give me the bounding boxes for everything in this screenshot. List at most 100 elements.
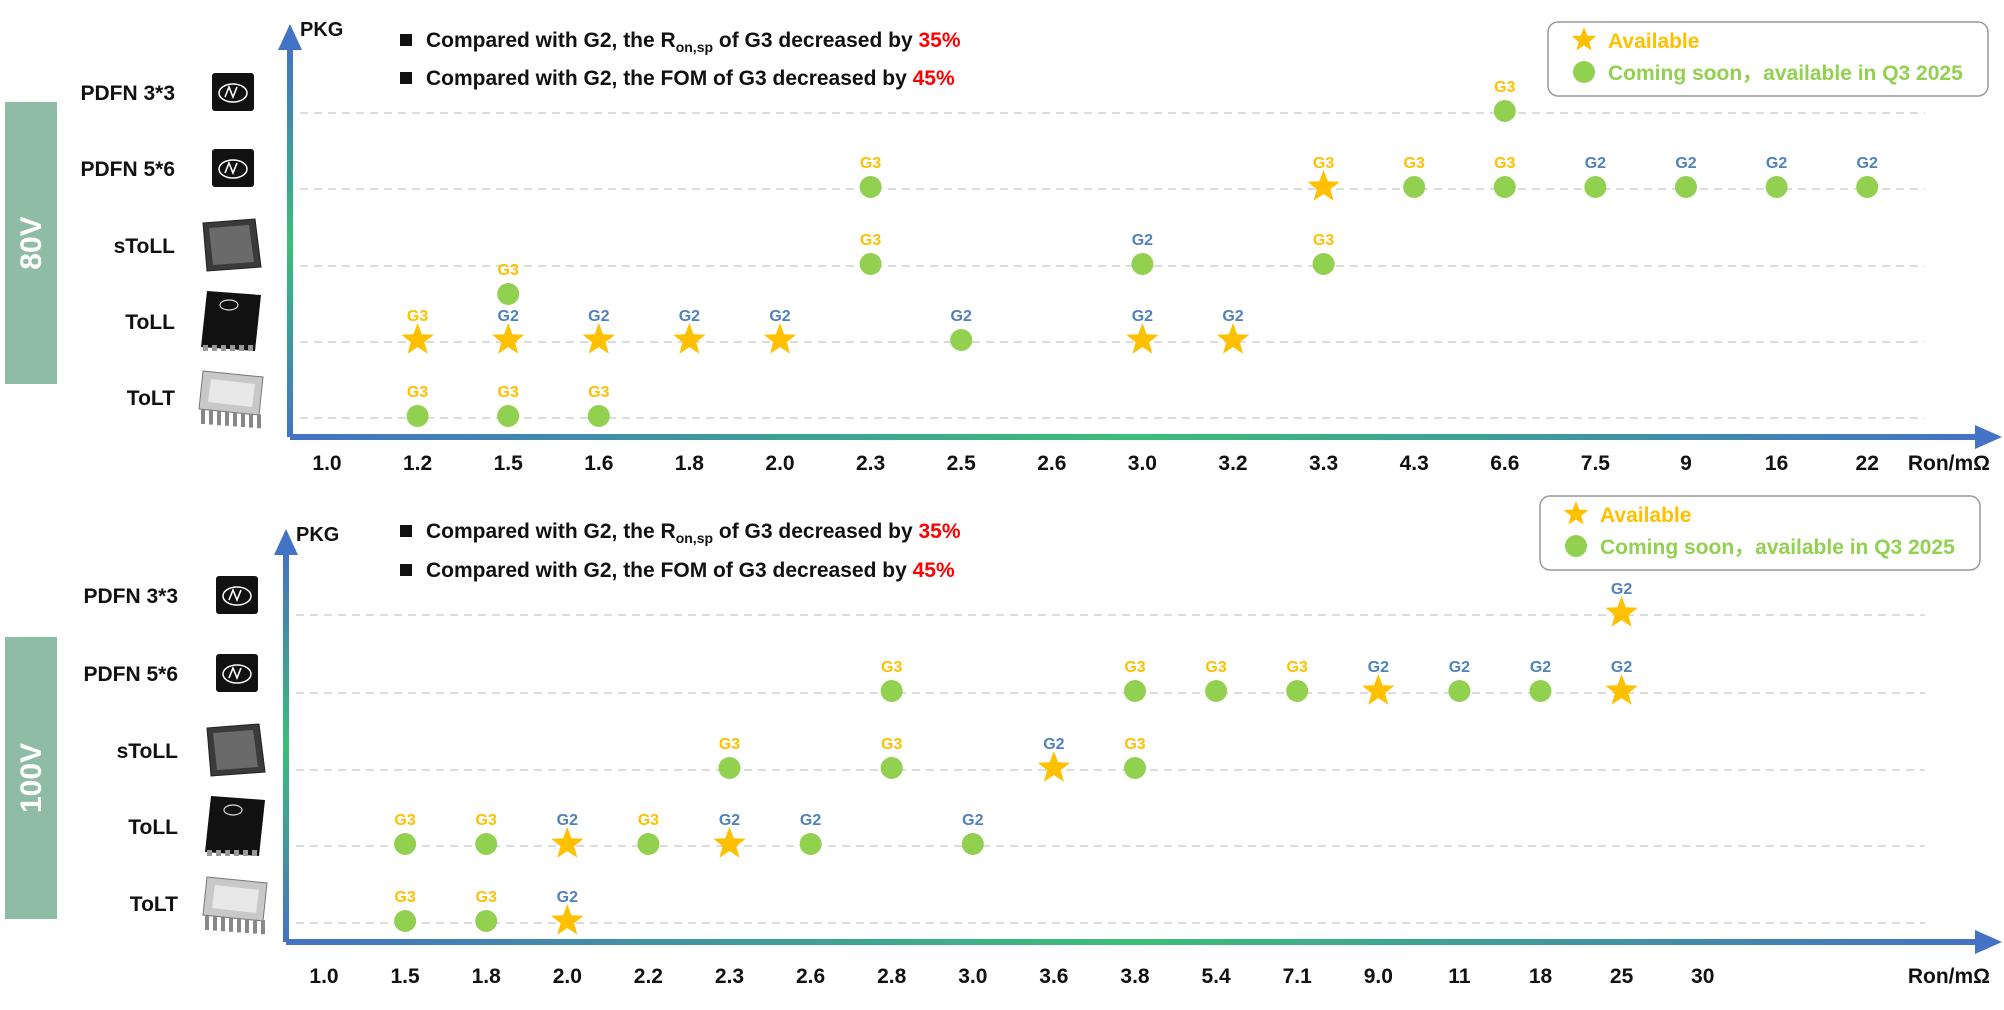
package-label: ToLT <box>130 893 178 916</box>
generation-label: G2 <box>800 812 821 829</box>
chip-logo-ring <box>218 83 248 103</box>
coming-soon-marker <box>475 910 498 932</box>
data-point: G3 <box>475 889 498 932</box>
available-star-marker <box>1605 674 1638 705</box>
package-label: ToLL <box>125 311 175 334</box>
toll-lead <box>243 850 248 856</box>
legend-coming-soon-label: Coming soon，available in Q3 2025 <box>1608 62 1963 85</box>
x-axis <box>290 434 1975 440</box>
coming-soon-marker <box>497 405 520 427</box>
available-star-marker <box>1216 323 1250 354</box>
coming-soon-marker <box>880 757 903 779</box>
x-tick-label: 1.5 <box>390 965 420 988</box>
coming-soon-marker <box>859 253 882 275</box>
x-tick-label: 6.6 <box>1490 452 1519 475</box>
note-text: Compared with G2, the FOM of G3 decrease… <box>426 67 955 90</box>
data-point: G2 <box>1675 155 1697 198</box>
data-point: G3 <box>880 659 903 702</box>
coming-soon-marker <box>1403 176 1426 198</box>
generation-label: G2 <box>1368 659 1389 676</box>
x-tick-label: 4.3 <box>1400 452 1429 475</box>
package-label: PDFN 5*6 <box>80 158 175 181</box>
generation-label: G3 <box>881 659 902 676</box>
data-point: G3 <box>587 384 610 427</box>
note-mid: of G3 decreased by <box>713 29 918 52</box>
x-tick-label: 3.8 <box>1120 965 1150 988</box>
coming-soon-marker <box>880 680 903 702</box>
chip-body <box>212 73 254 111</box>
stoll-package-icon <box>202 218 262 272</box>
legend-circle-icon <box>1565 535 1587 557</box>
data-point: G2 <box>961 812 984 855</box>
pdfn-chip-icon <box>216 576 258 614</box>
toll-mark <box>219 299 239 311</box>
x-tick-label: 1.6 <box>584 452 613 475</box>
generation-label: G2 <box>557 812 578 829</box>
data-point: G3 <box>394 812 417 855</box>
tolt-package-icon <box>202 876 268 935</box>
generation-label: G2 <box>588 308 609 325</box>
data-point: G2 <box>1131 232 1154 275</box>
legend-available-label: Available <box>1600 504 1691 527</box>
generation-label: G2 <box>1132 232 1153 249</box>
tolt-lead <box>237 918 241 933</box>
x-tick-label: 1.8 <box>472 965 502 988</box>
generation-label: G3 <box>881 736 902 753</box>
generation-label: G2 <box>1530 659 1551 676</box>
coming-soon-marker <box>1205 680 1228 702</box>
tolt-package-icon <box>198 370 264 429</box>
data-point: G2 <box>492 308 525 354</box>
data-point: G3 <box>637 812 660 855</box>
available-star-marker <box>582 323 615 354</box>
note-value: 35% <box>918 29 960 52</box>
tolt-lead <box>241 413 245 427</box>
x-tick-label: 9.0 <box>1364 965 1393 988</box>
generation-label: G3 <box>1494 79 1515 96</box>
generation-label: G3 <box>476 812 497 829</box>
generation-label: G3 <box>1124 659 1145 676</box>
note-subscript: on,sp <box>676 530 713 546</box>
data-point: G3 <box>475 812 498 855</box>
data-point: G3 <box>1403 155 1426 198</box>
chip-logo-mark <box>228 587 242 603</box>
toll-package-icon <box>205 796 265 856</box>
data-point: G2 <box>551 812 584 858</box>
available-star-marker <box>492 323 525 354</box>
generation-label: G2 <box>1449 659 1470 676</box>
x-tick-label: 2.6 <box>1037 452 1066 475</box>
toll-lead <box>248 345 253 351</box>
x-tick-label: 2.0 <box>553 965 582 988</box>
toll-lead <box>230 345 235 351</box>
generation-label: G2 <box>1766 155 1787 172</box>
data-point: G3 <box>1312 232 1335 275</box>
chip-body <box>216 654 258 692</box>
toll-lead <box>225 850 230 856</box>
data-point: G2 <box>763 308 797 354</box>
tolt-lead <box>245 919 249 933</box>
data-point: G2 <box>551 889 584 935</box>
generation-label: G3 <box>860 232 881 249</box>
data-point: G2 <box>1765 155 1788 198</box>
tolt-lead <box>253 919 257 934</box>
generation-label: G3 <box>498 384 519 401</box>
x-axis <box>286 939 1975 945</box>
tolt-lead <box>225 411 229 426</box>
x-tick-label: 7.5 <box>1581 452 1611 475</box>
x-tick-label: 1.5 <box>494 452 524 475</box>
pdfn-chip-icon <box>216 654 258 692</box>
tolt-lead <box>257 414 261 429</box>
x-axis-label: Ron/mΩ <box>1908 965 1990 988</box>
generation-label: G2 <box>951 308 972 325</box>
data-point: G2 <box>1126 308 1159 354</box>
generation-label: G2 <box>1222 308 1243 325</box>
generation-label: G2 <box>1043 736 1064 753</box>
legend-available-label: Available <box>1608 30 1699 53</box>
legend-box <box>1547 21 1989 97</box>
data-point: G2 <box>1362 659 1395 705</box>
generation-label: G3 <box>394 889 415 906</box>
available-star-marker <box>1362 674 1395 705</box>
pdfn-chip-icon <box>212 149 254 187</box>
data-point: G3 <box>1286 659 1309 702</box>
